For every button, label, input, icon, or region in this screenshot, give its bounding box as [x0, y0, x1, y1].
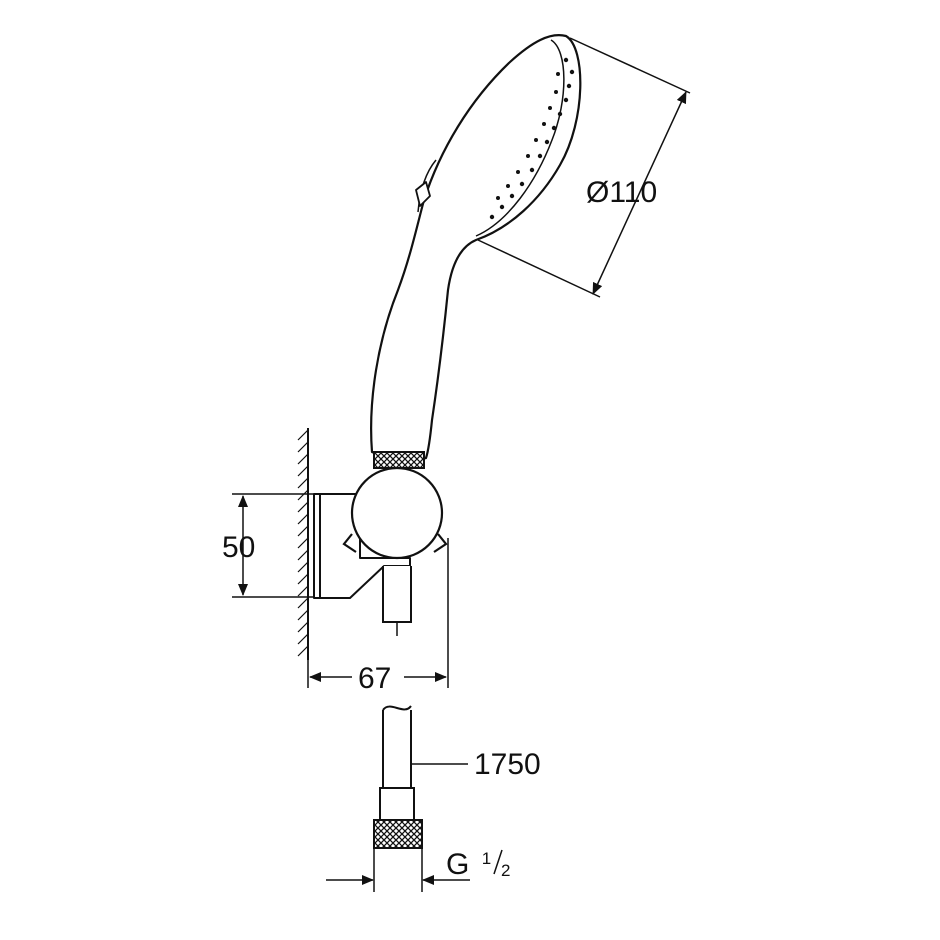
hose-length-label: 1750	[474, 748, 541, 781]
thread-label: G 1	[446, 848, 491, 881]
hose-nut	[373, 819, 423, 849]
head-diameter-label: Ø110	[586, 176, 657, 209]
dimension-thread	[326, 848, 470, 892]
thread-denominator: 2	[501, 861, 510, 880]
spray-selector-button	[415, 181, 431, 207]
thread-prefix: G	[446, 848, 469, 881]
hand-shower	[370, 34, 582, 462]
wall-hatching	[297, 429, 309, 657]
shower-connector	[373, 451, 425, 469]
thread-fraction-slash	[493, 849, 503, 875]
hose-lower	[379, 705, 415, 821]
handle-groove	[417, 159, 437, 213]
thread-numerator: 1	[482, 849, 491, 868]
spray-nozzles	[489, 57, 575, 220]
holder-height-label: 50	[222, 531, 255, 564]
holder-ball	[342, 466, 448, 560]
wall	[297, 428, 309, 660]
hose-upper	[382, 566, 412, 623]
shower-body	[370, 34, 582, 462]
dimension-head-diameter	[477, 37, 691, 298]
spray-face	[475, 39, 565, 237]
dimension-holder-height	[232, 493, 314, 598]
holder-depth-label: 67	[358, 662, 391, 695]
